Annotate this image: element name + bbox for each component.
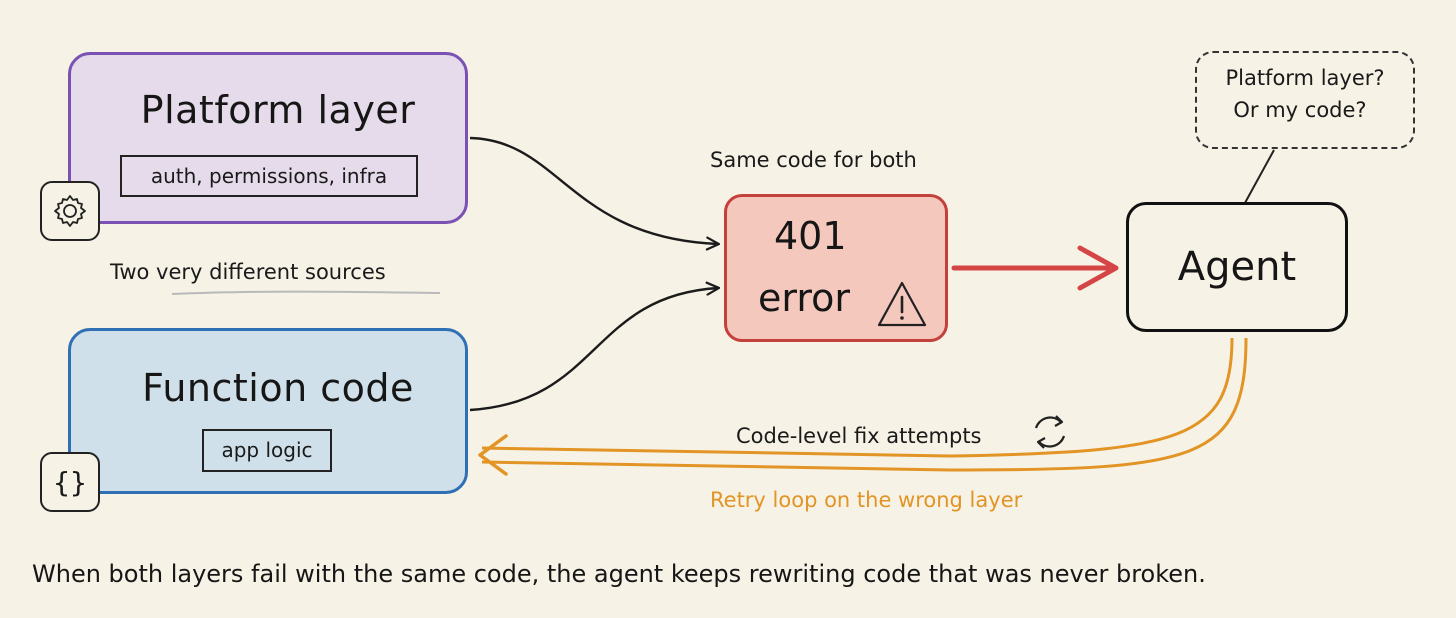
diagram-caption: When both layers fail with the same code… [32, 560, 1206, 588]
fix-attempts-note: Code-level fix attempts [736, 424, 982, 448]
function-to-error-arrow [469, 288, 718, 412]
thought-bubble-line-1: Platform layer? [1225, 66, 1385, 90]
retry-loop-note: Retry loop on the wrong layer [710, 488, 1023, 512]
function-code-tag: app logic [202, 429, 332, 472]
platform-layer-box [68, 52, 468, 224]
platform-layer-tag: auth, permissions, infra [120, 155, 418, 197]
bubble-tail [1239, 149, 1275, 213]
refresh-icon [1034, 415, 1066, 449]
thought-bubble-line-2: Or my code? [1233, 98, 1367, 122]
thought-bubble [1195, 51, 1415, 149]
gear-icon [40, 181, 100, 241]
retry-loop-arrow [478, 337, 1248, 476]
sources-underline [171, 290, 441, 295]
function-code-title: Function code [142, 366, 414, 410]
sources-note: Two very different sources [110, 260, 386, 284]
platform-to-error-arrow [469, 136, 718, 244]
error-to-agent-arrow [951, 245, 1119, 291]
braces-icon: {} [40, 452, 100, 512]
platform-layer-title: Platform layer [140, 88, 416, 132]
agent-box [1126, 202, 1348, 332]
error-word: error [758, 276, 850, 320]
error-code: 401 [774, 214, 847, 258]
agent-label: Agent [1177, 244, 1297, 290]
same-code-note: Same code for both [710, 148, 917, 172]
error-box [724, 194, 948, 342]
function-code-box [68, 328, 468, 494]
warning-icon [877, 281, 927, 327]
